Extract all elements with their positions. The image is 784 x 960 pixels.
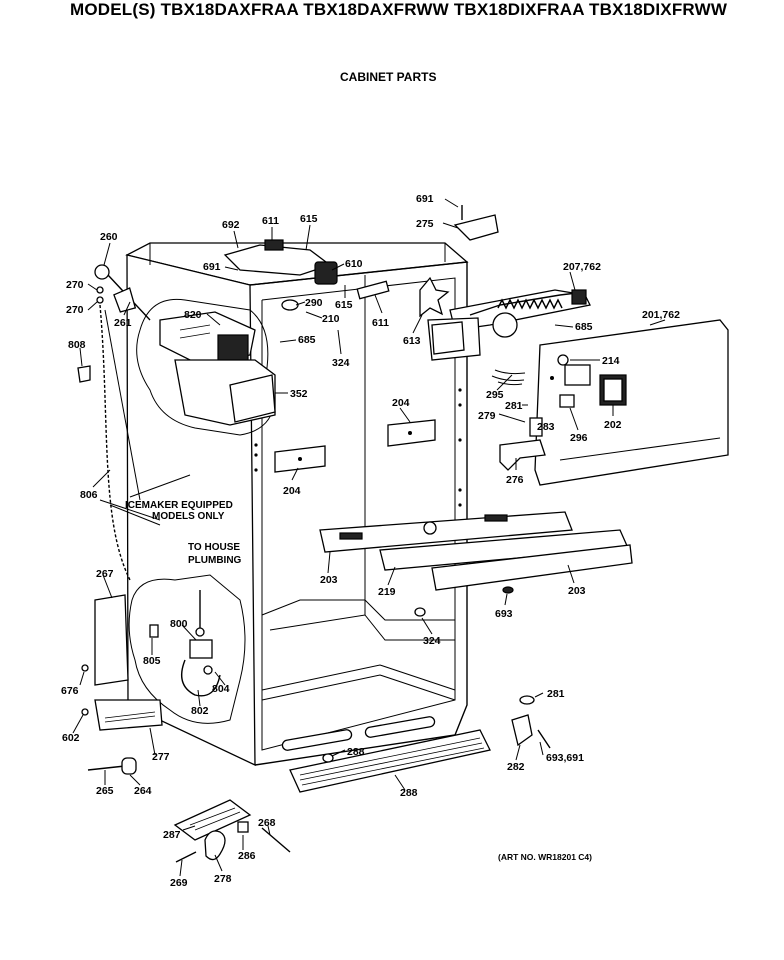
callout-label: 277: [152, 751, 170, 763]
callout-label: 615: [335, 299, 353, 311]
callout-label: 691: [416, 193, 434, 205]
evaporator-fan-assembly: [419, 276, 591, 361]
callout-label: 287: [163, 829, 181, 841]
callout-labels: 691 275 692 611 615 260 691 610 207,762 …: [61, 193, 680, 889]
callout-label: 692: [222, 219, 240, 231]
callout-label: 805: [143, 655, 161, 667]
interior-brackets: [274, 419, 436, 473]
callout-label: 324: [423, 635, 441, 647]
callout-label: 214: [602, 355, 620, 367]
callout-label: 685: [298, 334, 316, 346]
callout-label: 693: [495, 608, 513, 620]
callout-label: 288: [400, 787, 418, 799]
callout-label: 806: [80, 489, 98, 501]
callout-label: 296: [570, 432, 588, 444]
callout-label: 281: [547, 688, 565, 700]
callout-label: 270: [66, 304, 84, 316]
callout-label: 808: [68, 339, 86, 351]
callout-label: 286: [238, 850, 256, 862]
callout-label: 602: [62, 732, 80, 744]
callout-label: 691: [203, 261, 221, 273]
callout-label: 203: [568, 585, 586, 597]
callout-label: 820: [184, 309, 202, 321]
water-valve-assembly: [128, 574, 246, 724]
callout-label: 278: [214, 873, 232, 885]
icemaker-note-line2: MODELS ONLY: [152, 511, 225, 522]
callout-label: 290: [305, 297, 323, 309]
plumbing-note-line2: PLUMBING: [188, 555, 242, 566]
callout-label: 275: [416, 218, 434, 230]
callout-label: 295: [486, 389, 504, 401]
callout-label: 282: [507, 761, 525, 773]
icemaker-note-line1: ICEMAKER EQUIPPED: [125, 500, 233, 511]
callout-label: 693,691: [546, 752, 584, 764]
callout-label: 352: [290, 388, 308, 400]
callout-label: 261: [114, 317, 132, 329]
callout-label: 203: [320, 574, 338, 586]
diagram-subtitle: CABINET PARTS: [340, 70, 437, 84]
callout-label: 611: [372, 317, 389, 329]
mullion-rails: [319, 511, 633, 617]
plumbing-note-line1: TO HOUSE: [188, 542, 240, 553]
callout-label: 264: [134, 785, 152, 797]
callout-label: 804: [212, 683, 230, 695]
callout-label: 281: [505, 400, 523, 412]
callout-label: 219: [378, 586, 396, 598]
header: MODEL(S) TBX18DAXFRAA TBX18DAXFRWW TBX18…: [0, 0, 784, 90]
callout-label: 201,762: [642, 309, 680, 321]
callout-label: 288: [347, 746, 365, 758]
callout-label: 204: [283, 485, 301, 497]
callout-label: 269: [170, 877, 188, 889]
callout-label: 283: [537, 421, 555, 433]
callout-label: 260: [100, 231, 118, 243]
callout-label: 276: [506, 474, 524, 486]
art-number: (ART NO. WR18201 C4): [498, 852, 592, 862]
bottom-parts: [173, 695, 551, 863]
callout-label: 613: [403, 335, 421, 347]
model-list-title: MODEL(S) TBX18DAXFRAA TBX18DAXFRWW TBX18…: [70, 0, 728, 19]
callout-label: 685: [575, 321, 593, 333]
callout-label: 265: [96, 785, 114, 797]
callout-label: 610: [345, 258, 363, 270]
icemaker-assembly: [136, 298, 276, 436]
callout-label: 270: [66, 279, 84, 291]
callout-label: 611: [262, 215, 279, 227]
callout-label: 202: [604, 419, 622, 431]
callout-label: 267: [96, 568, 114, 580]
control-panel: [491, 319, 729, 486]
callout-label: 210: [322, 313, 340, 325]
callout-label: 802: [191, 705, 209, 717]
callout-label: 615: [300, 213, 318, 225]
top-hinge-parts: [223, 205, 499, 311]
callout-label: 800: [170, 618, 188, 630]
callout-label: 279: [478, 410, 496, 422]
callout-label: 268: [258, 817, 276, 829]
notes: ICEMAKER EQUIPPED MODELS ONLY TO HOUSE P…: [125, 500, 592, 862]
callout-label: 204: [392, 397, 410, 409]
callout-label: 324: [332, 357, 350, 369]
left-side-parts: [77, 264, 163, 775]
callout-label: 676: [61, 685, 79, 697]
leader-lines: [72, 198, 666, 877]
callout-label: 207,762: [563, 261, 601, 273]
